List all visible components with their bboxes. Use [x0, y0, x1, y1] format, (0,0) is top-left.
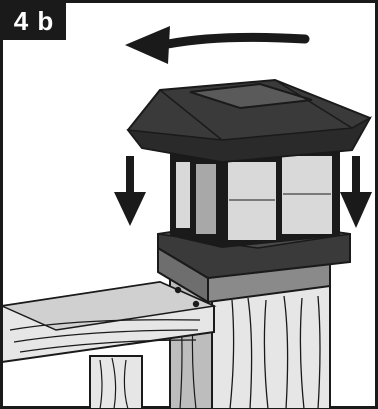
- counterclockwise-arrow-icon: [125, 26, 305, 64]
- screw-icon: [175, 287, 181, 293]
- glass-pane: [282, 156, 332, 234]
- glass-pane: [228, 162, 276, 240]
- down-arrow-icon: [114, 156, 146, 226]
- screw-icon: [193, 301, 199, 307]
- lantern-roof: [128, 80, 370, 162]
- down-arrow-icon: [340, 156, 372, 228]
- step-label: 4 b: [2, 2, 66, 40]
- back-rail: [90, 356, 142, 409]
- lantern-body: [170, 148, 340, 248]
